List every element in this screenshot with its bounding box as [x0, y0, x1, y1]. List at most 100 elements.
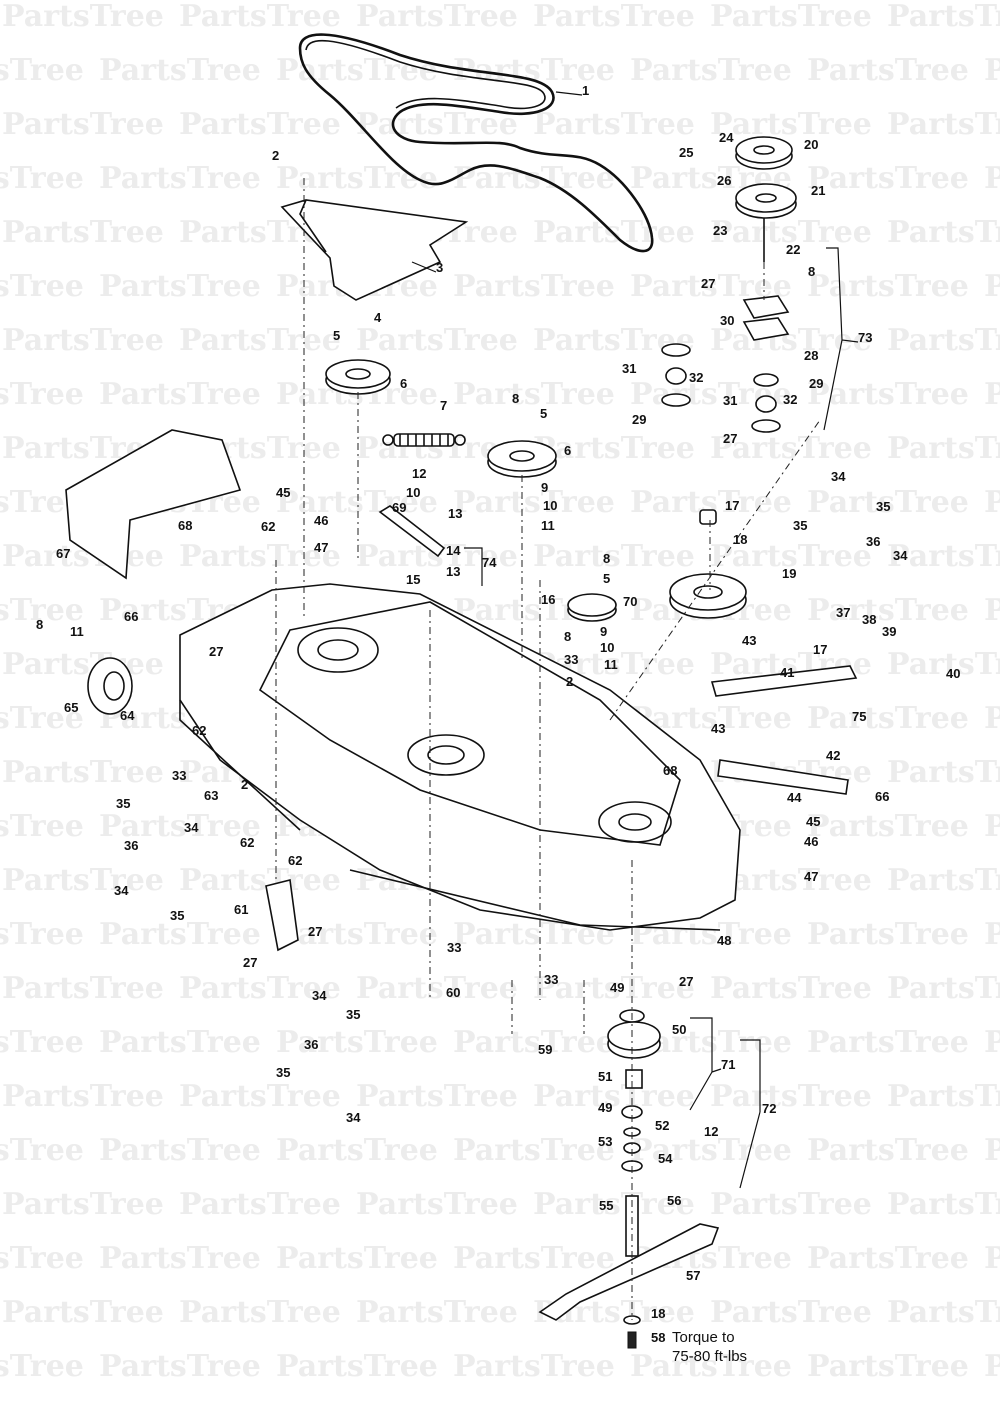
- callout-2: 2: [272, 148, 279, 163]
- callout-71: 71: [721, 1057, 735, 1072]
- callout-10: 10: [406, 485, 420, 500]
- callout-42: 42: [826, 748, 840, 763]
- callout-17: 17: [813, 642, 827, 657]
- callout-6: 6: [564, 443, 571, 458]
- callout-46: 46: [314, 513, 328, 528]
- callout-58: 58: [651, 1330, 665, 1345]
- spindle-pulley-upper: [735, 136, 793, 170]
- callout-30: 30: [720, 313, 734, 328]
- callout-62: 62: [192, 723, 206, 738]
- callout-46: 46: [804, 834, 818, 849]
- callout-48: 48: [717, 933, 731, 948]
- callout-35: 35: [170, 908, 184, 923]
- bushing: [699, 509, 717, 525]
- callout-31: 31: [622, 361, 636, 376]
- callout-36: 36: [866, 534, 880, 549]
- callout-12: 12: [704, 1124, 718, 1139]
- callout-37: 37: [836, 605, 850, 620]
- callout-34: 34: [346, 1110, 361, 1125]
- callout-27: 27: [209, 644, 223, 659]
- callout-3: 3: [436, 260, 443, 275]
- idler-pulley-center: [487, 440, 557, 478]
- callout-24: 24: [719, 130, 734, 145]
- callout-66: 66: [875, 789, 889, 804]
- callout-25: 25: [679, 145, 693, 160]
- callout-55: 55: [599, 1198, 613, 1213]
- callout-44: 44: [787, 790, 802, 805]
- callout-45: 45: [276, 485, 290, 500]
- lift-rod-rear: [717, 759, 849, 795]
- callout-34: 34: [184, 820, 199, 835]
- torque-note-line1: Torque to: [672, 1329, 735, 1346]
- callout-9: 9: [600, 624, 607, 639]
- callout-20: 20: [804, 137, 818, 152]
- callout-31: 31: [723, 393, 737, 408]
- callout-34: 34: [114, 883, 129, 898]
- callout-27: 27: [701, 276, 715, 291]
- callout-4: 4: [374, 310, 382, 325]
- callout-28: 28: [804, 348, 818, 363]
- callout-26: 26: [717, 173, 731, 188]
- callout-33: 33: [447, 940, 461, 955]
- callout-57: 57: [686, 1268, 700, 1283]
- callout-8: 8: [564, 629, 571, 644]
- torque-note-line2: 75-80 ft-lbs: [672, 1348, 748, 1365]
- discharge-chute: [65, 429, 242, 580]
- callout-47: 47: [804, 869, 818, 884]
- callout-34: 34: [831, 469, 846, 484]
- callout-13: 13: [448, 506, 462, 521]
- callout-29: 29: [632, 412, 646, 427]
- idler-arm: [378, 505, 446, 558]
- callout-66: 66: [124, 609, 138, 624]
- callout-17: 17: [725, 498, 739, 513]
- callout-45: 45: [806, 814, 820, 829]
- callout-49: 49: [598, 1100, 612, 1115]
- blade-bolt: [627, 1331, 637, 1349]
- belt-shield: [280, 199, 469, 301]
- callout-8: 8: [603, 551, 610, 566]
- callout-62: 62: [240, 835, 254, 850]
- callout-73: 73: [858, 330, 872, 345]
- callout-2: 2: [241, 777, 248, 792]
- callout-8: 8: [512, 391, 519, 406]
- callout-43: 43: [742, 633, 756, 648]
- hanger-bracket: [265, 879, 299, 952]
- callout-67: 67: [56, 546, 70, 561]
- callout-9: 9: [541, 480, 548, 495]
- callout-5: 5: [540, 406, 547, 421]
- callout-27: 27: [243, 955, 257, 970]
- mower-deck-housing: [179, 583, 741, 931]
- callout-16: 16: [541, 592, 555, 607]
- callout-35: 35: [276, 1065, 290, 1080]
- callout-61: 61: [234, 902, 248, 917]
- callout-34: 34: [893, 548, 908, 563]
- callout-18: 18: [651, 1306, 665, 1321]
- callout-41: 41: [780, 665, 794, 680]
- idler-pulley-left: [325, 359, 391, 395]
- callout-51: 51: [598, 1069, 612, 1084]
- callout-23: 23: [713, 223, 727, 238]
- callout-35: 35: [876, 499, 890, 514]
- drive-belt: [298, 33, 654, 253]
- mower-blade: [538, 1223, 720, 1321]
- callout-29: 29: [809, 376, 823, 391]
- callout-2: 2: [566, 674, 573, 689]
- callout-11: 11: [604, 657, 618, 672]
- lift-rod-front: [710, 665, 858, 697]
- callout-74: 74: [482, 555, 497, 570]
- torque-note: Torque to 75-80 ft-lbs: [672, 1328, 747, 1366]
- callout-70: 70: [623, 594, 637, 609]
- callout-33: 33: [564, 652, 578, 667]
- callout-53: 53: [598, 1134, 612, 1149]
- callout-32: 32: [689, 370, 703, 385]
- callout-50: 50: [672, 1022, 686, 1037]
- callout-8: 8: [808, 264, 815, 279]
- callout-14: 14: [446, 543, 461, 558]
- gauge-wheel: [87, 657, 133, 715]
- callout-11: 11: [70, 624, 84, 639]
- callout-10: 10: [600, 640, 614, 655]
- callout-5: 5: [603, 571, 610, 586]
- callout-21: 21: [811, 183, 825, 198]
